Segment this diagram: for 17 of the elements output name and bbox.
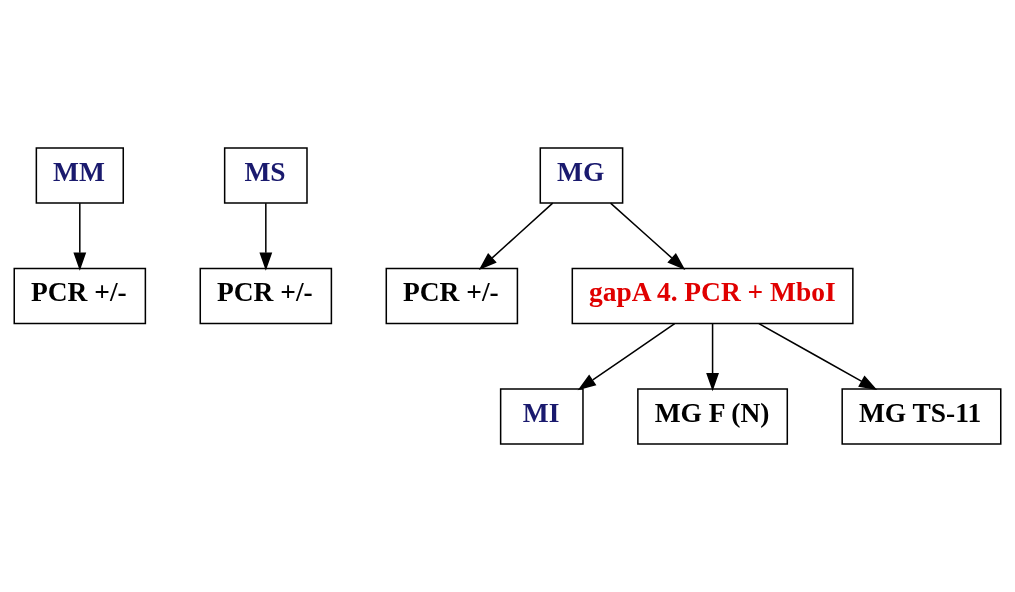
arrow: [259, 202, 273, 271]
node-box: MG F (N): [637, 388, 789, 445]
arrow: [577, 322, 676, 391]
arrow: [609, 202, 686, 271]
node-box: gapA 4. PCR + MboI: [571, 267, 854, 325]
node-box: MS: [223, 147, 308, 204]
arrow: [706, 322, 719, 392]
node-box: MM: [35, 147, 125, 204]
node-box: MG: [539, 147, 624, 204]
node-box: PCR +/-: [13, 267, 147, 325]
arrow: [478, 202, 554, 271]
arrow: [73, 202, 87, 271]
node-box: MG TS-11: [841, 388, 1002, 445]
node-box: MI: [499, 388, 584, 445]
arrow: [758, 322, 878, 391]
node-box: PCR +/-: [385, 267, 519, 325]
node-box: PCR +/-: [199, 267, 333, 325]
